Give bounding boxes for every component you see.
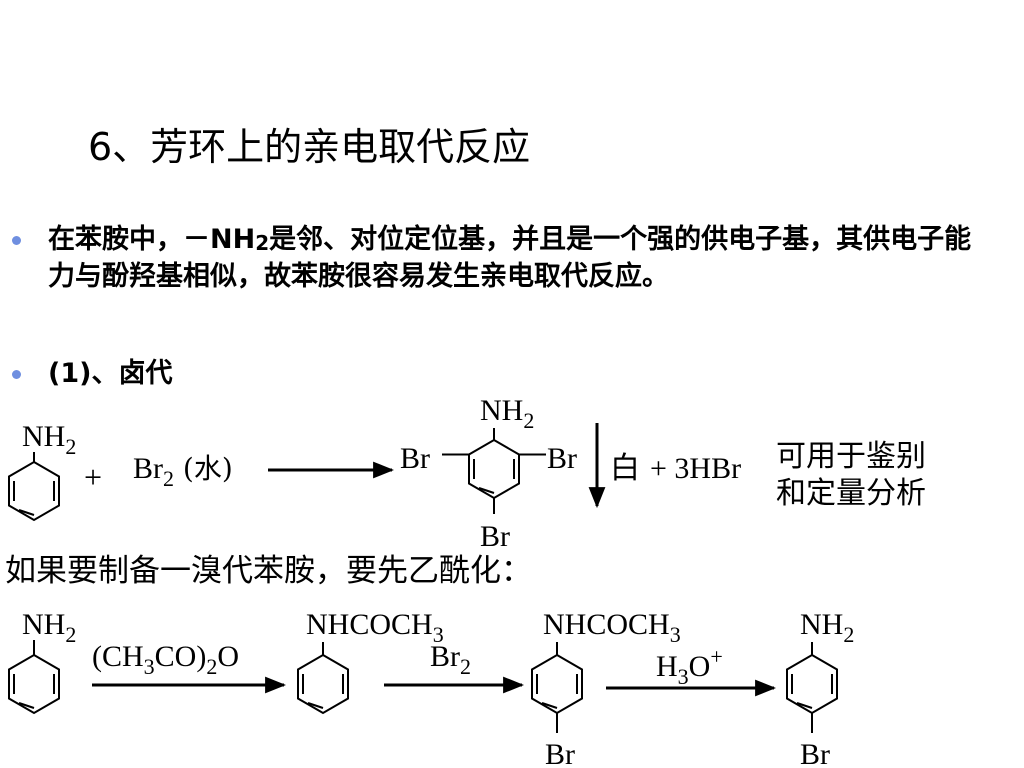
benzene-ring-icon — [8, 653, 60, 715]
bullet-aniline-description: 在苯胺中，－NH2是邻、对位定位基，并且是一个强的供电子基，其供电子能力与酚羟基… — [12, 222, 988, 294]
comment-line2: 和定量分析 — [776, 476, 926, 511]
intermediate-br-label: Br — [545, 738, 575, 768]
final-nh2-label: NH2 — [800, 608, 854, 647]
bromine-water-label: Br2 (水) — [133, 452, 233, 491]
aniline-nh2-label: NH2 — [22, 420, 76, 459]
bullet1-subscript: 2 — [255, 231, 270, 255]
slide-title: 6、芳环上的亲电取代反应 — [88, 125, 531, 169]
byproduct-hbr: + 3HBr — [650, 452, 741, 485]
benzene-ring-icon — [297, 653, 349, 715]
bullet-dot — [12, 236, 21, 245]
tribromoaniline-structure: NH2 Br Br Br — [400, 394, 577, 553]
benzene-ring-icon — [531, 653, 583, 715]
product-br-right: Br — [547, 442, 577, 475]
bromoaniline-structure: NH2 Br — [786, 608, 854, 768]
product-nh2-label: NH2 — [480, 394, 534, 433]
bullet1-text-before: 在苯胺中，－NH — [48, 224, 256, 255]
comment-line1: 可用于鉴别 — [776, 439, 926, 474]
benzene-ring-icon — [786, 653, 838, 715]
precipitate-label: 白 — [610, 451, 640, 486]
bullet1-text-after: 是邻、对位定位基，并且是一个强的供电子基，其供电子能力与酚羟基相似，故苯胺很容易… — [48, 224, 972, 292]
plus-sign: + — [84, 459, 102, 495]
final-br-label: Br — [800, 738, 830, 768]
product-br-left: Br — [400, 442, 430, 475]
bromoacetanilide-structure: NHCOCH3 Br — [531, 608, 681, 768]
bullet2-text: (1)、卤代 — [48, 358, 173, 389]
hydronium-label: H3O+ — [656, 644, 723, 689]
bullet-dot — [12, 370, 21, 379]
aniline-structure: NH2 — [8, 420, 76, 522]
acetic-anhydride-label: (CH3CO)2O — [92, 640, 239, 679]
acetylation-note: 如果要制备一溴代苯胺，要先乙酰化： — [5, 553, 532, 589]
acetanilide-label: NHCOCH3 — [306, 608, 444, 647]
benzene-ring-icon — [468, 438, 520, 500]
acetanilide-structure: NHCOCH3 — [297, 608, 444, 715]
product-br-bottom: Br — [480, 520, 510, 553]
bromine-reagent-label: Br2 — [430, 640, 471, 679]
bromoacetanilide-label: NHCOCH3 — [543, 608, 681, 647]
benzene-ring-icon — [8, 460, 60, 522]
start-aniline-structure: NH2 — [8, 608, 76, 715]
bullet-halogenation: (1)、卤代 — [12, 356, 448, 391]
start-nh2-label: NH2 — [22, 608, 76, 647]
